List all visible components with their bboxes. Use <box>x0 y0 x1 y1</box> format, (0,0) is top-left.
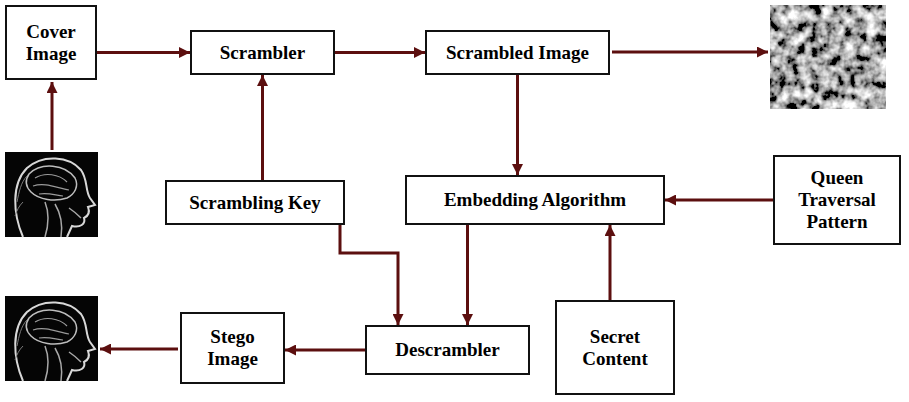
image-arrow <box>100 348 178 351</box>
process-box: Stego Image <box>180 312 285 384</box>
process-box: Embedding Algorithm <box>405 175 665 225</box>
process-box: Secret Content <box>555 300 675 395</box>
process-box: Scrambler <box>190 30 335 75</box>
flow-arrow <box>261 75 264 180</box>
box-label: Scrambler <box>220 42 305 64</box>
flow-arrow <box>335 51 425 54</box>
cover-brain-image <box>5 152 98 237</box>
flow-arrow <box>466 225 469 325</box>
box-label: Descrambler <box>395 339 499 361</box>
process-box: Descrambler <box>365 325 530 375</box>
scrambled-noise-image <box>770 5 886 109</box>
box-label: Embedding Algorithm <box>444 189 626 211</box>
box-label: Queen Traversal Pattern <box>781 167 893 233</box>
process-box: Cover Image <box>5 5 97 80</box>
flow-arrow <box>516 75 519 175</box>
process-box: Scrambling Key <box>165 180 345 225</box>
flow-arrow <box>609 225 612 300</box>
stego-brain-image <box>5 296 98 381</box>
flow-arrow <box>97 51 190 54</box>
box-label: Cover Image <box>13 21 89 65</box>
image-arrow <box>612 51 768 54</box>
flow-arrow <box>285 349 365 352</box>
box-label: Secret Content <box>563 326 667 370</box>
flow-arrow <box>665 199 773 202</box>
box-label: Stego Image <box>188 326 277 370</box>
box-label: Scrambled Image <box>446 42 589 64</box>
process-box: Queen Traversal Pattern <box>773 155 901 245</box>
process-box: Scrambled Image <box>425 30 610 75</box>
flow-arrow <box>340 225 398 325</box>
box-label: Scrambling Key <box>189 192 320 214</box>
image-arrow <box>51 82 54 150</box>
